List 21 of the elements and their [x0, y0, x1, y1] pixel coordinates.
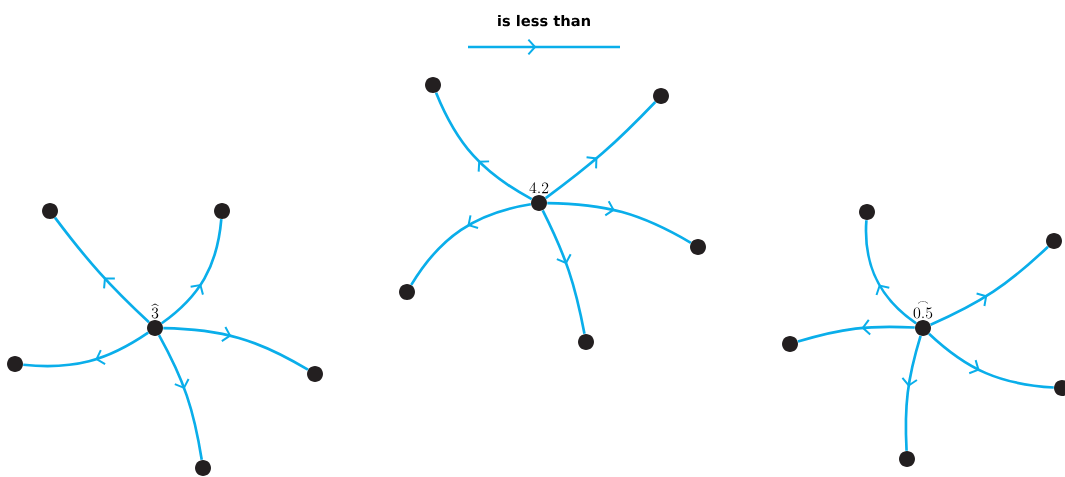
- point-dot: [578, 334, 594, 350]
- node-label: $\widehat{3}$: [151, 303, 159, 319]
- labeled-point: $\widehat{3}$: [147, 303, 163, 336]
- point-dot: [399, 284, 415, 300]
- point-dot: [653, 88, 669, 104]
- node-label: $4.2$: [529, 182, 549, 194]
- node-label: $\stackrel{\frown}{0.5}$: [913, 301, 933, 319]
- point-dot: [899, 451, 915, 467]
- point-dot: [214, 203, 230, 219]
- point-dot: [1046, 233, 1062, 249]
- point-dot: [307, 366, 323, 382]
- point-dot: [7, 356, 23, 372]
- labeled-point: $\stackrel{\frown}{0.5}$: [913, 301, 933, 336]
- labeled-point: $4.2$: [529, 182, 549, 211]
- point-dot: [690, 239, 706, 255]
- point-dot: [42, 203, 58, 219]
- point-dot: [859, 204, 875, 220]
- legend-label: is less than: [498, 14, 590, 27]
- point-dot: [425, 77, 441, 93]
- point-dot: [782, 336, 798, 352]
- point-dot: [195, 460, 211, 476]
